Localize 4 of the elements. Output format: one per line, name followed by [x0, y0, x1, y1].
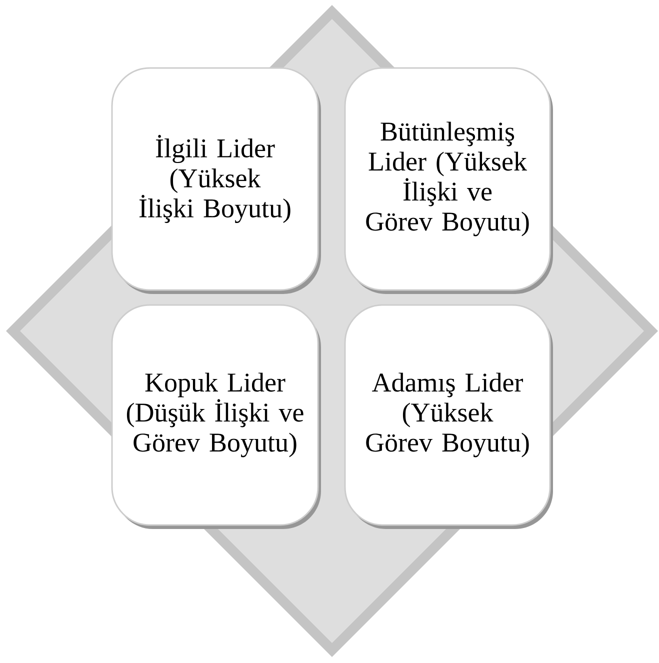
rounded-box: Bütünleşmiş Lider (Yüksek İlişki ve Görev Boyutu) — [344, 67, 553, 294]
rounded-box: İlgili Lider (Yüksek İlişki Boyutu) — [111, 67, 321, 294]
rounded-box: Kopuk Lider (Düşük İlişki ve Görev Boyutu) — [111, 304, 321, 529]
rounded-box: Adamış Lider (Yüksek Görev Boyutu) — [344, 304, 553, 529]
